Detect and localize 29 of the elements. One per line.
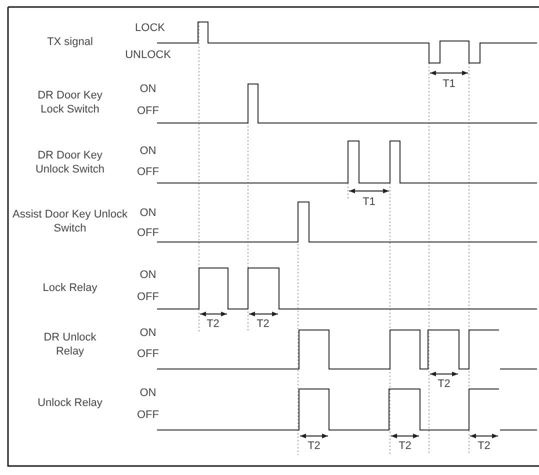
signal-name: DR Door Key Lock Switch	[36, 89, 104, 117]
level-label: OFF	[137, 166, 159, 180]
level-label: OFF	[137, 348, 159, 362]
level-label: OFF	[137, 105, 159, 119]
signal-name: DR Unlock Relay	[42, 331, 98, 359]
level-label: OFF	[137, 291, 159, 305]
time-label: T2	[256, 318, 270, 332]
time-label: T2	[438, 378, 450, 392]
level-label: LOCK	[135, 22, 165, 36]
level-label: ON	[140, 327, 156, 341]
level-label: ON	[140, 145, 156, 159]
level-label: OFF	[137, 227, 159, 241]
level-label: OFF	[137, 409, 159, 423]
signal-name: Lock Relay	[42, 282, 98, 296]
level-label: UNLOCK	[125, 49, 171, 63]
time-label: T2	[206, 318, 220, 332]
level-label: ON	[140, 207, 156, 221]
level-label: ON	[140, 269, 156, 283]
time-label: T2	[478, 440, 490, 454]
level-label: ON	[140, 83, 156, 97]
time-label: T1	[362, 196, 376, 210]
level-label: ON	[140, 387, 156, 401]
time-label: T2	[398, 440, 412, 454]
signal-name: DR Door Key Unlock Switch	[34, 149, 106, 177]
time-label: T2	[308, 440, 320, 454]
signal-name: Unlock Relay	[38, 397, 102, 411]
time-label: T1	[442, 78, 456, 92]
signal-name: TX signal	[47, 36, 93, 50]
signal-name: Assist Door Key Unlock Switch	[12, 208, 128, 236]
